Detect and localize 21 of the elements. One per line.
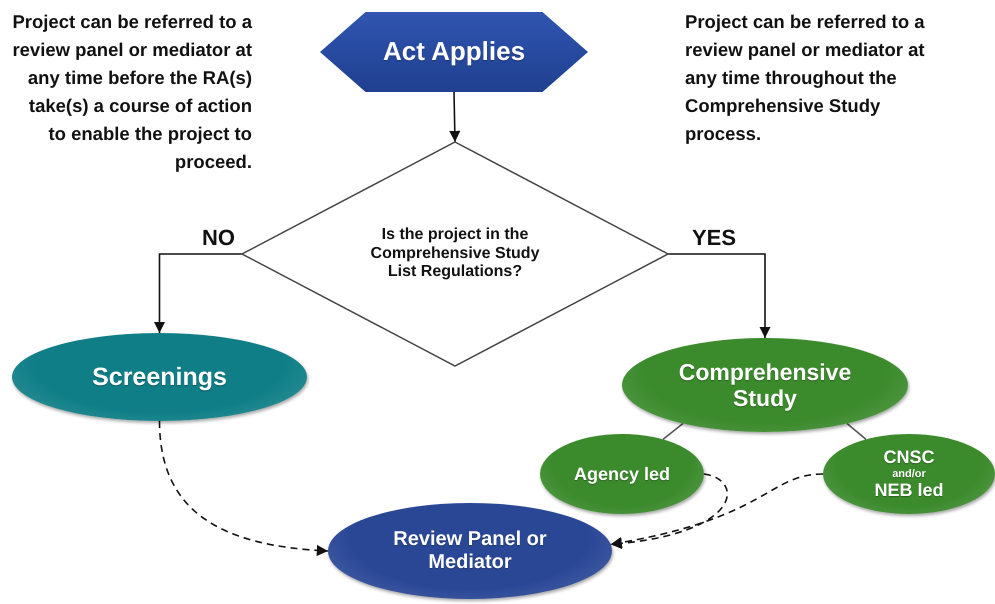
dashed-arrow bbox=[610, 473, 824, 548]
node-label: CNSC bbox=[883, 446, 934, 468]
node-label: NEB led bbox=[874, 480, 944, 501]
node-label: Screenings bbox=[92, 362, 227, 392]
connector-line bbox=[662, 422, 684, 440]
connector-line bbox=[846, 422, 867, 440]
arrow bbox=[154, 253, 242, 333]
note-text: Project can be referred to a review panel or mediator at any time throughout the Comprehensive Study process. bbox=[685, 10, 926, 146]
node-label: Comprehensive Study bbox=[678, 358, 852, 412]
arrow bbox=[668, 253, 771, 338]
node-label: Is the project in the Comprehensive Study List Regulations? bbox=[370, 226, 540, 282]
dashed-arrow bbox=[158, 420, 328, 556]
node-label: Act Applies bbox=[382, 37, 526, 67]
note-text: Project can be referred to a review panel or mediator at any time before the RA(s) take(s) a course of action to enable the project to proceed. bbox=[11, 10, 252, 174]
node-label: and/or bbox=[892, 468, 926, 480]
arrow bbox=[449, 92, 460, 142]
node-label: Review Panel or Mediator bbox=[392, 528, 548, 574]
dashed-arrow bbox=[610, 473, 728, 549]
process-ellipse bbox=[823, 434, 995, 514]
process-hexagon bbox=[320, 12, 588, 92]
node-label: Agency led bbox=[574, 464, 670, 484]
